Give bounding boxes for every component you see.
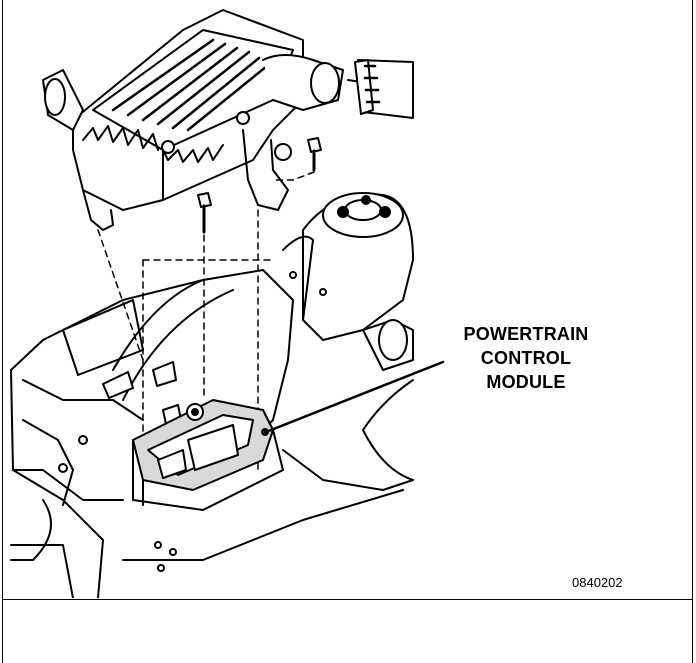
callout-leader-line (264, 360, 445, 434)
figure-number: 0840202 (572, 575, 623, 590)
frame-border-left (2, 0, 3, 663)
callout-label: POWERTRAIN CONTROL MODULE (428, 322, 624, 394)
frame-border-right (692, 0, 693, 663)
pcm-module (132, 399, 284, 511)
engine-bay-illustration (10, 9, 445, 598)
mounting-bolts (197, 137, 322, 234)
intake-hose (354, 59, 414, 119)
callout-line-1: POWERTRAIN (463, 324, 589, 344)
air-cleaner-housing (42, 9, 414, 231)
callout-line-2: CONTROL (480, 348, 572, 368)
strut-tower (282, 192, 414, 491)
callout-line-3: MODULE (486, 372, 566, 392)
alignment-lines (97, 171, 315, 471)
frame-divider (2, 599, 693, 600)
